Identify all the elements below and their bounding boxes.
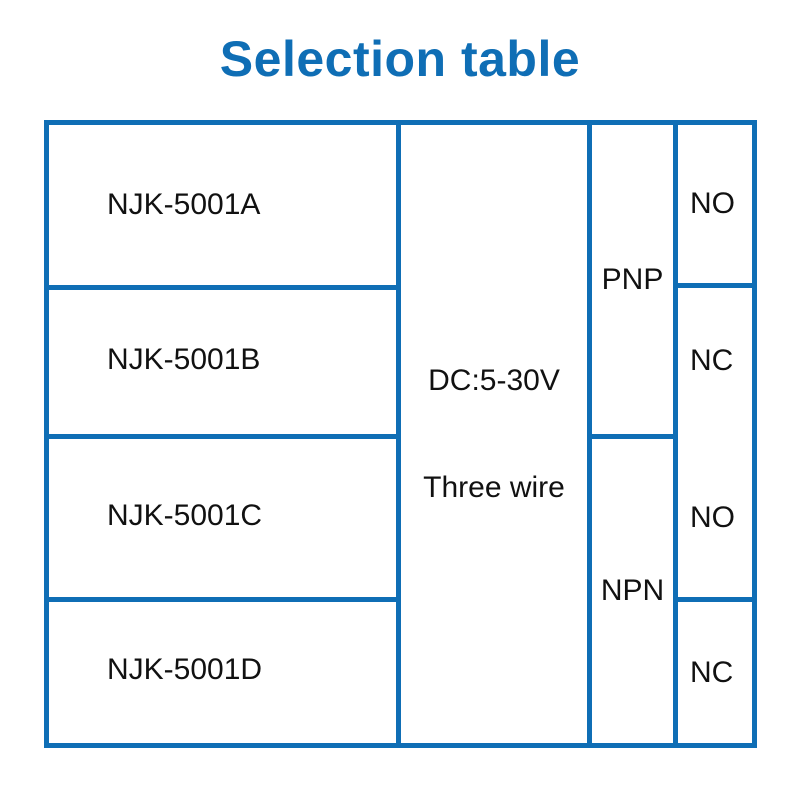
table-cell-contact-4: NC bbox=[690, 655, 734, 689]
table-cell-spec: DC:5-30V Three wire bbox=[401, 125, 587, 743]
column-divider-1 bbox=[396, 125, 401, 743]
row-divider-contact-1 bbox=[673, 283, 757, 288]
selection-table: NJK-5001A NJK-5001B NJK-5001C NJK-5001D … bbox=[44, 120, 757, 748]
table-cell-contact-1: NO bbox=[690, 187, 735, 221]
column-divider-2 bbox=[587, 125, 592, 743]
row-divider-model-3 bbox=[49, 597, 396, 602]
table-cell-model-3: NJK-5001C bbox=[107, 498, 263, 532]
row-divider-output-type bbox=[587, 434, 673, 439]
row-divider-contact-2 bbox=[673, 597, 757, 602]
spec-wiring: Three wire bbox=[423, 471, 565, 504]
spec-voltage: DC:5-30V bbox=[428, 363, 560, 397]
row-divider-model-2 bbox=[49, 434, 396, 439]
table-cell-model-2: NJK-5001B bbox=[107, 342, 261, 376]
table-cell-model-4: NJK-5001D bbox=[107, 653, 263, 687]
column-divider-3 bbox=[673, 125, 678, 743]
table-cell-output-type-npn: NPN bbox=[600, 574, 665, 608]
table-cell-contact-2: NC bbox=[690, 344, 734, 378]
row-divider-model-1 bbox=[49, 285, 396, 290]
table-cell-output-type-pnp: PNP bbox=[601, 262, 664, 296]
page-title: Selection table bbox=[219, 31, 581, 87]
table-cell-contact-3: NO bbox=[690, 501, 735, 535]
table-cell-model-1: NJK-5001A bbox=[107, 188, 261, 222]
